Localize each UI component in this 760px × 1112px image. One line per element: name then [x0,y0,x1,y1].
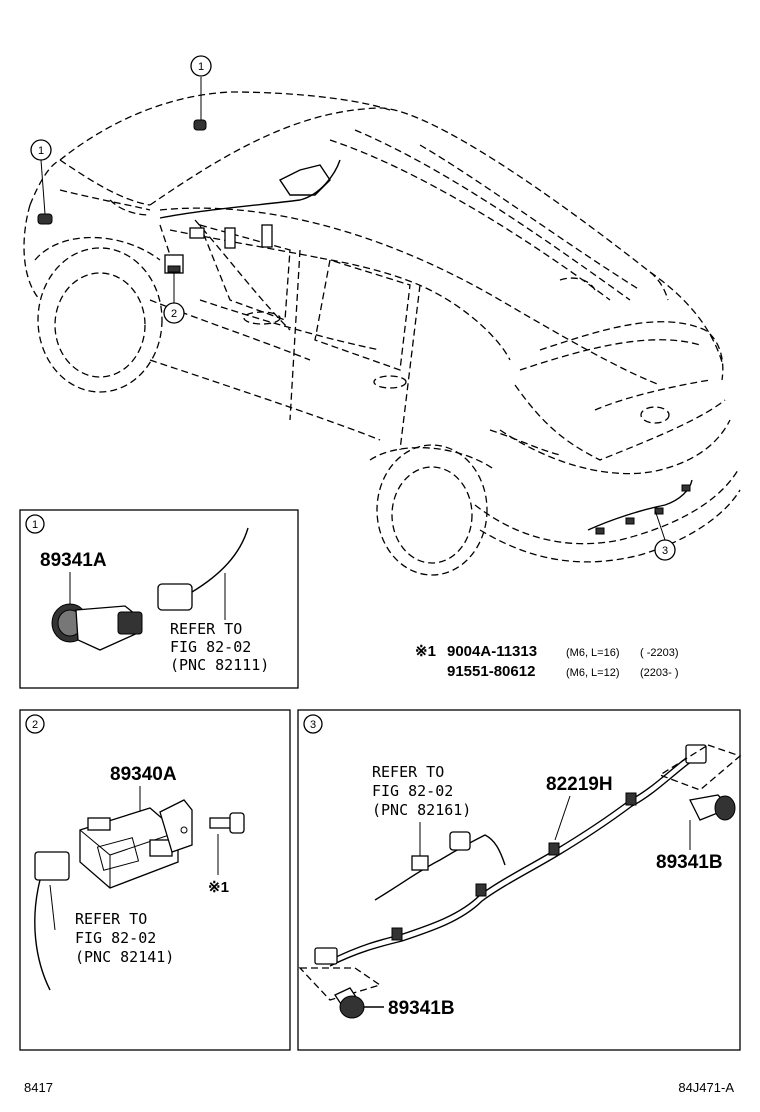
panel-2-ref-line-3: (PNC 82141) [75,948,174,966]
panel-3-ref-line-3: (PNC 82161) [372,801,471,819]
note-line-1-part: 9004A-11313 [447,643,537,660]
detail-panel-1: 1 89341A REFER TO FIG 82-02 (PNC 82111) [19,509,299,689]
part-number-89341A: 89341A [40,550,107,571]
circled-number-badge [163,302,185,324]
footer-code-right: 84J471-A [678,1080,734,1095]
panel-2-ref-line-1: REFER TO [75,910,147,928]
panel-3-ref-line-2: FIG 82-02 [372,782,453,800]
panel-3-ref-line-1: REFER TO [372,763,444,781]
part-number-89341B-bottom: 89341B [388,998,455,1019]
callout-1-text: 1 [198,61,204,73]
callout-1-top: 1 [190,55,212,77]
panel-1-ref-line-2: FIG 82-02 [170,638,251,656]
reference-mark: ※1 [415,643,436,660]
callout-1-left: 1 [30,139,52,161]
note-line-2-spec: (M6, L=12) [566,667,620,679]
callout-1-text: 1 [38,145,44,157]
note-line-1-spec: (M6, L=16) [566,647,620,659]
panel-1-ref-line-1: REFER TO [170,620,242,638]
part-number-89340A: 89340A [110,764,177,785]
panel-3-badge-text: 3 [310,719,316,731]
callout-3: 3 [654,539,676,561]
panel-2-ref-line-2: FIG 82-02 [75,929,156,947]
circled-number-badge [25,714,45,734]
fastener-note: ※1 9004A-11313 (M6, L=16) ( -2203) 91551… [415,643,679,680]
circled-number-badge [25,514,45,534]
note-line-2-range: (2203- ) [640,667,679,679]
circled-number-badge [654,539,676,561]
detail-panel-2: 2 89340A ※1 REFER TO FIG 82-02 (PNC 8214… [19,709,291,1051]
part-number-89341B-right: 89341B [656,852,723,873]
callout-2: 2 [163,302,185,324]
circled-number-badge [190,55,212,77]
circled-number-badge [303,714,323,734]
detail-panel-3: 3 REFER TO FIG 82-02 (PNC 82161) 82219H … [297,709,742,1051]
panel-1-badge-text: 1 [32,519,38,531]
note-line-1-range: ( -2203) [640,647,679,659]
bolt-reference-mark: ※1 [208,879,229,896]
part-number-82219H: 82219H [546,774,613,795]
note-line-2-part: 91551-80612 [447,663,535,680]
footer-code-left: 8417 [24,1080,53,1095]
panel-2-badge-text: 2 [32,719,38,731]
callout-2-text: 2 [171,308,177,320]
circled-number-badge [30,139,52,161]
callout-3-text: 3 [662,545,668,557]
panel-1-ref-line-3: (PNC 82111) [170,656,269,674]
vehicle-illustration [23,77,741,576]
